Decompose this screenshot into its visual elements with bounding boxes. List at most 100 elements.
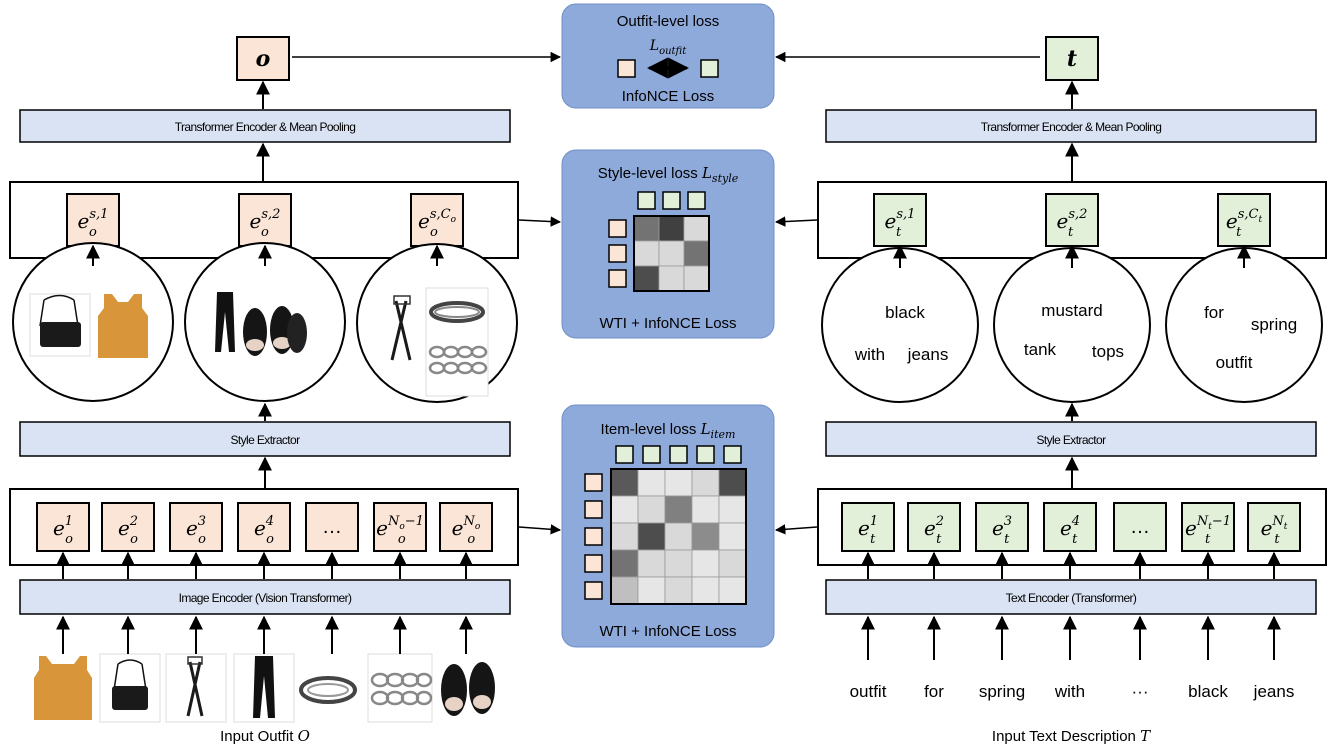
similarity-cell [718,522,747,551]
input-token: spring [979,682,1025,701]
text-token-cell [642,445,661,464]
item-loss-title: Item-level loss Litem [601,420,736,441]
similarity-cell [637,495,666,524]
text-encoder-bar: Text Encoder (Transformer) [825,579,1317,615]
similarity-cell [658,265,685,292]
style-word: jeans [907,345,949,364]
similarity-cell [633,265,660,292]
left-style-extractor: Style Extractor [19,421,511,457]
input-bracelet-icon [299,676,357,704]
style-loss-box: Style-level loss Lstyle WTI + InfoNCE Lo… [561,149,775,339]
style-loss-caption: WTI + InfoNCE Loss [599,315,736,332]
similarity-cell [664,576,693,605]
similarity-cell [691,495,720,524]
image-item-embedding: … [305,502,359,552]
input-bangles-icon [367,653,433,723]
outfit-loss-caption: InfoNCE Loss [622,88,715,105]
image-item-embedding-label: … [322,516,342,538]
outfit-loss-title: Outfit-level loss [617,13,720,30]
similarity-cell [637,549,666,578]
similarity-cell [683,215,710,242]
right-pooling-label: Transformer Encoder & Mean Pooling [981,120,1162,134]
handbag-icon [29,293,91,357]
similarity-cell [718,495,747,524]
item-loss-box: Item-level loss Litem WTI + InfoNCE Loss [561,404,775,648]
similarity-cell [691,522,720,551]
style-word: outfit [1216,353,1253,372]
image-token-cell [584,581,603,600]
input-pants-icon [233,653,295,723]
input-belt-icon [165,653,227,723]
input-outfit-caption: Input Outfit O [220,727,310,745]
slides-icon [243,306,307,356]
similarity-cell [718,549,747,578]
outfit-loss-text-token [700,59,719,78]
outfit-loss-image-token [617,59,636,78]
left-style-group-3 [356,243,518,403]
similarity-cell [691,576,720,605]
similarity-cell [718,576,747,605]
similarity-cell [637,468,666,497]
input-token: for [924,682,944,701]
similarity-cell [633,215,660,242]
similarity-cell [633,240,660,267]
right-style-group-2 [993,247,1151,403]
similarity-cell [610,522,639,551]
text-token-cell [637,191,656,210]
text-token-cell [696,445,715,464]
text-token-cell [662,191,681,210]
left-pooling-bar: Transformer Encoder & Mean Pooling [19,109,511,143]
outfit-loss-symbol: Loutfit [649,38,687,57]
similarity-cell [637,522,666,551]
left-pooling-label: Transformer Encoder & Mean Pooling [175,120,356,134]
right-style-extractor-label: Style Extractor [1036,433,1106,447]
tank-top-icon [98,294,148,358]
input-token: black [1188,682,1228,701]
style-loss-title: Style-level loss Lstyle [598,164,739,185]
style-word: mustard [1041,301,1102,320]
item-similarity-matrix [584,445,747,605]
text-token-cell [669,445,688,464]
similarity-cell [637,576,666,605]
similarity-cell [683,240,710,267]
text-token-cell [615,445,634,464]
similarity-cell [664,495,693,524]
image-token-cell [608,244,627,263]
similarity-cell [664,468,693,497]
right-style-group-3 [1165,247,1323,403]
text-symbol: t [1067,46,1077,72]
bangles-icon [428,345,488,375]
bracelet-icon [425,287,489,397]
right-pooling-bar: Transformer Encoder & Mean Pooling [825,109,1317,143]
text-item-embedding-label: … [1130,516,1150,538]
input-text-caption: Input Text Description T [992,727,1151,745]
belt-icon [390,295,412,361]
right-style-group-1 [821,247,979,403]
